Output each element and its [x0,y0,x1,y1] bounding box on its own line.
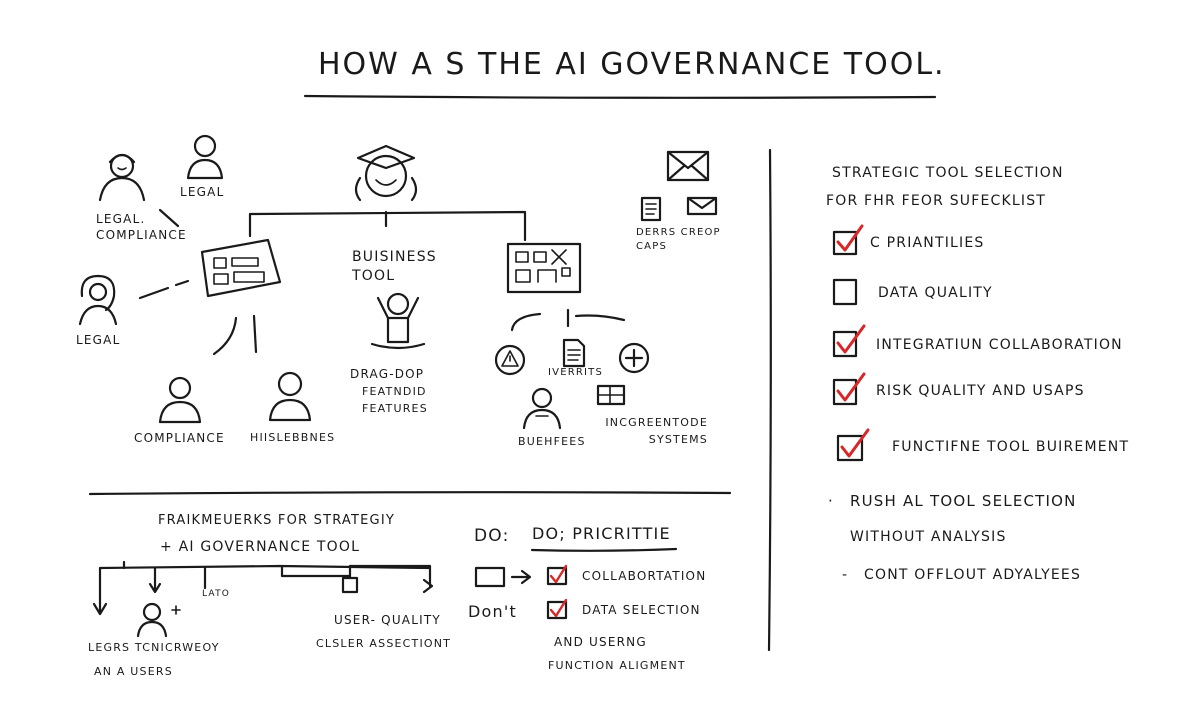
label-caps: Derrs Creop Caps [636,227,721,252]
checklist-item-5: Functifne Tool Buirement [892,439,1130,455]
checkbox-1 [832,224,864,256]
label-features: Features [362,402,428,415]
label-legal-top: Legal [180,185,225,199]
dashboard-card-icon [200,238,282,298]
checklist-item-1: C Priantilies [870,235,985,251]
do-checkbox-2 [546,598,568,620]
label-integrate-systems: Incgreentode Systems [605,416,708,447]
connector-stroke [158,208,180,228]
person-stakeholder-icon [268,371,312,422]
checkbox-5 [836,428,870,462]
mid-caption-1: User- quality [334,613,441,627]
dont-item-1-line1: Rush AL Tool Selection [850,492,1077,510]
warning-icon [494,344,526,376]
left-caption-2: an a users [94,665,173,678]
do-checkbox-1 [546,564,568,586]
frameworks-title-1: Fraikmeuerks for Strategiy [158,513,395,528]
vertical-divider [767,148,772,652]
label-compliance: Compliance [134,431,225,445]
arrow-box-icon [474,566,532,588]
checklist-title-2: for fhr feor Sufecklist [826,193,1047,209]
label-featndid: Featndid [362,385,427,398]
person-cheering-icon [370,292,426,350]
label-bus-fees: Buehfees [518,435,586,448]
report-icon [562,338,586,368]
tree-connector-top [248,210,527,242]
dont-item-2-line1: Cont offlout Adyalyees [864,567,1082,583]
label-oversight: Iverrits [548,367,604,378]
envelope-icon [666,150,710,182]
checklist-item-3: Integratiun Collaboration [876,337,1123,353]
dont-label: Don't [468,602,517,621]
add-icon [618,342,650,374]
do-title: Do; Pricrittie [532,524,671,543]
person-headset-icon [98,153,146,202]
leader-face-icon [354,144,418,202]
do-underline [530,547,678,552]
dont-bullet-1: · [828,492,834,510]
checkbox-4 [832,372,866,406]
panel-icon [596,384,626,406]
document-icon [640,196,662,222]
checklist-item-4: Risk quality and usaps [876,383,1085,399]
extra-line-2: Function aligment [548,659,686,672]
page-title: How a s the AI Governance Tool. [318,47,946,82]
dont-item-1-line2: without analysis [850,529,1007,545]
title-underline [303,94,937,99]
label-business-tool: Buisiness Tool [352,249,437,284]
branch-label: Lato [202,589,231,599]
left-caption-1: Legrs Tcnicrweoy [88,641,220,654]
extra-line-1: and userng [554,635,647,649]
checkbox-3 [832,324,866,358]
tree-connector-right [252,314,258,354]
label-legal-compliance: Legal. Compliance [96,212,187,242]
tree-connector-right-a [510,312,542,332]
person-user-icon [136,602,181,638]
person-business-icon [522,387,562,430]
label-drag-drop: Drag-Dop [350,367,425,381]
checkbox-2 [832,278,858,306]
person-woman-icon [78,274,118,326]
envelope-small-icon [686,196,718,216]
do-item-2: Data Selection [582,603,701,617]
person-compliance-icon [158,376,202,424]
tree-connector-right-b [566,308,626,328]
checklist-board-icon [506,242,582,294]
checklist-item-2: Data Quality [878,285,993,301]
label-legal-side: Legal [76,333,121,347]
frameworks-title-2: + AI Governance Tool [160,539,361,555]
dashed-connector [138,279,190,300]
do-prefix: Do: [474,526,510,546]
do-item-1: Collabortation [582,569,707,583]
tree-connector-left [212,316,238,356]
horizontal-divider [88,491,732,496]
framework-tree [92,560,434,616]
dont-bullet-2: - [842,567,849,583]
person-legal-icon [186,134,224,180]
mid-caption-2: Clsler assectiont [316,637,452,650]
label-stakeholders: HIISLEBBNES [250,431,336,444]
checklist-title-1: Strategic Tool Selection [832,165,1064,181]
